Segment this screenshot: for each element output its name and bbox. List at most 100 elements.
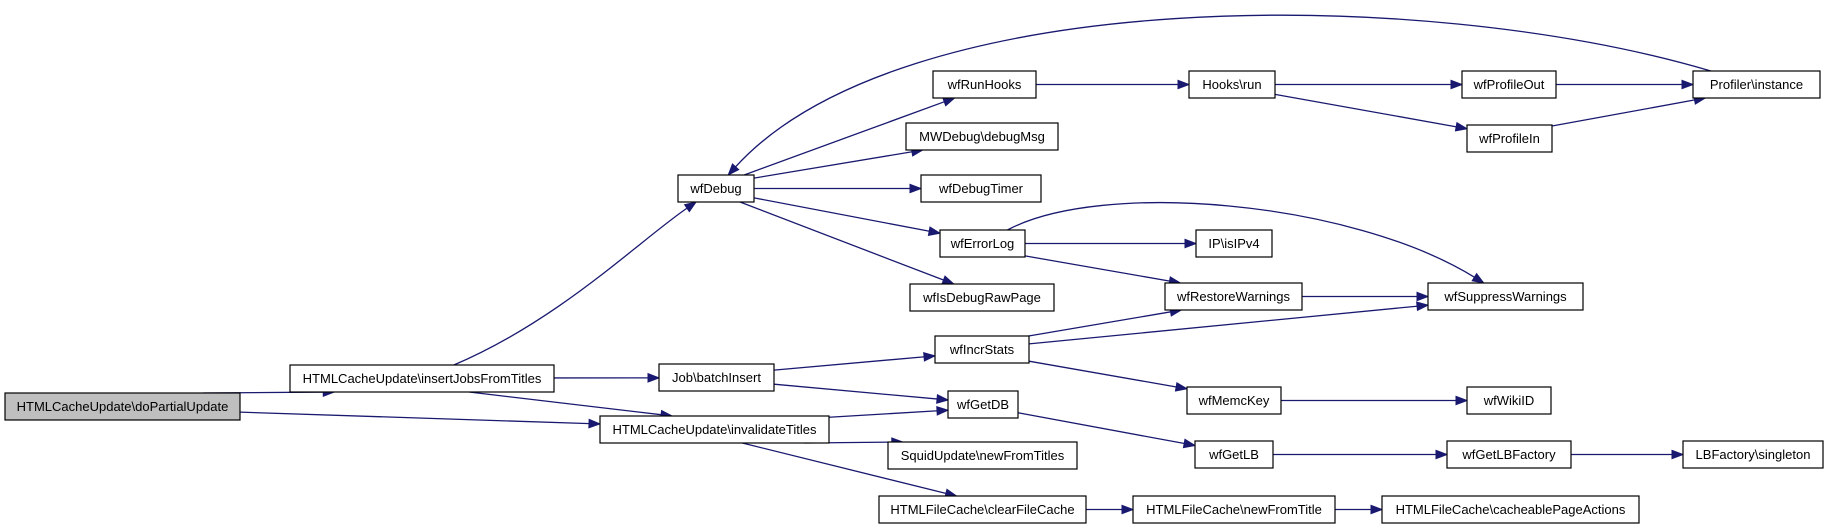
- node-wfDebugTimer[interactable]: wfDebugTimer: [920, 174, 1042, 203]
- node-label: wfIsDebugRawPage: [922, 290, 1041, 305]
- node-label: HTMLCacheUpdate\insertJobsFromTitles: [303, 371, 542, 386]
- edge-wfDebug-to-wfDebugTimer: [754, 183, 923, 194]
- node-box: [1195, 229, 1273, 258]
- edge-wfErrorLog-to-ipIsIPv4: [1024, 238, 1198, 249]
- edge-insertJobs-to-invalidate: [469, 391, 674, 420]
- node-label: HTMLCacheUpdate\doPartialUpdate: [17, 399, 229, 414]
- node-label: HTMLFileCache\clearFileCache: [890, 502, 1074, 517]
- edge-line: [1028, 360, 1178, 388]
- node-box: [599, 415, 830, 444]
- node-box: [1194, 440, 1274, 469]
- node-wfMemcKey[interactable]: wfMemcKey: [1186, 386, 1282, 415]
- edge-line: [1028, 305, 1419, 345]
- edge-wfMemcKey-to-wfWikiID: [1280, 395, 1469, 406]
- arrowhead: [647, 372, 661, 383]
- node-cacheablePageActions[interactable]: HTMLFileCache\cacheablePageActions: [1381, 495, 1640, 524]
- node-profilerInstance[interactable]: Profiler\instance: [1692, 70, 1821, 99]
- edge-line: [1024, 255, 1171, 282]
- edge-hooksRun-to-wfProfileIn: [1274, 93, 1469, 132]
- edge-hooksRun-to-wfProfileOut: [1275, 79, 1464, 90]
- edge-wfProfileIn-to-profilerInstance: [1551, 95, 1707, 127]
- node-label: Hooks\run: [1202, 77, 1261, 92]
- node-wfRestoreWarn[interactable]: wfRestoreWarnings: [1164, 282, 1303, 311]
- node-insertJobs[interactable]: HTMLCacheUpdate\insertJobsFromTitles: [289, 364, 555, 393]
- node-clearFileCache[interactable]: HTMLFileCache\clearFileCache: [878, 495, 1087, 524]
- edge-root-to-invalidate: [239, 411, 602, 429]
- node-label: wfDebugTimer: [938, 181, 1024, 196]
- node-wfSuppressWarn[interactable]: wfSuppressWarnings: [1427, 282, 1584, 311]
- node-wfRunHooks[interactable]: wfRunHooks: [932, 70, 1037, 99]
- edge-line: [1274, 93, 1458, 128]
- arrowhead: [1184, 238, 1198, 249]
- arrowhead: [1370, 504, 1384, 515]
- node-box: [934, 335, 1030, 364]
- node-ipIsIPv4[interactable]: IP\isIPv4: [1195, 229, 1273, 258]
- node-box: [1381, 495, 1640, 524]
- node-label: HTMLCacheUpdate\invalidateTitles: [612, 422, 817, 437]
- node-wfErrorLog[interactable]: wfErrorLog: [939, 229, 1026, 258]
- edge-insertJobs-to-wfDebug: [453, 201, 698, 366]
- node-label: wfGetLB: [1208, 447, 1259, 462]
- node-hooksRun[interactable]: Hooks\run: [1188, 70, 1276, 99]
- arrowhead: [1416, 301, 1430, 312]
- node-jobBatch[interactable]: Job\batchInsert: [658, 363, 775, 392]
- node-wfProfileIn[interactable]: wfProfileIn: [1466, 124, 1553, 153]
- node-wfGetDB[interactable]: wfGetDB: [947, 390, 1019, 419]
- arrowhead: [936, 405, 950, 416]
- arrowhead: [1671, 449, 1685, 460]
- node-label: Job\batchInsert: [672, 370, 761, 385]
- edge-newFromTitle-to-cacheablePageActions: [1335, 504, 1384, 515]
- edge-line: [1028, 311, 1172, 337]
- node-label: wfWikiID: [1483, 393, 1535, 408]
- edge-wfGetLB-to-wfGetLBFactory: [1272, 449, 1449, 460]
- arrowhead: [1416, 291, 1430, 302]
- node-box: [920, 174, 1042, 203]
- edge-wfGetLBFactory-to-lbFactorySingleton: [1570, 449, 1685, 460]
- node-box: [289, 364, 555, 393]
- edge-line: [753, 151, 914, 179]
- edge-line: [1551, 99, 1696, 127]
- arrowhead: [588, 418, 602, 429]
- edge-line: [773, 383, 939, 400]
- node-wfIsDebugRaw[interactable]: wfIsDebugRawPage: [909, 283, 1055, 312]
- arrowhead: [1182, 438, 1197, 449]
- edge-jobBatch-to-wfGetDB: [773, 383, 950, 404]
- edge-wfRestoreWarn-to-wfSuppressWarn: [1302, 291, 1430, 302]
- node-wfIncrStats[interactable]: wfIncrStats: [934, 335, 1030, 364]
- node-box: [1692, 70, 1821, 99]
- node-box: [1186, 386, 1282, 415]
- edge-line: [753, 197, 931, 233]
- arrowhead: [942, 97, 956, 107]
- arrowhead: [1435, 449, 1449, 460]
- edge-wfProfileOut-to-profilerInstance: [1556, 79, 1695, 90]
- node-wfGetLB[interactable]: wfGetLB: [1194, 440, 1274, 469]
- node-box: [677, 174, 755, 203]
- node-lbFactorySingleton[interactable]: LBFactory\singleton: [1682, 440, 1824, 469]
- node-label: wfDebug: [689, 181, 741, 196]
- arrowhead: [683, 201, 698, 213]
- node-wfGetLBFactory[interactable]: wfGetLBFactory: [1446, 440, 1572, 469]
- arrowhead: [727, 163, 740, 177]
- node-label: wfRestoreWarnings: [1176, 289, 1290, 304]
- arrowhead: [1471, 272, 1485, 284]
- node-label: wfGetDB: [956, 397, 1009, 412]
- node-invalidate[interactable]: HTMLCacheUpdate\invalidateTitles: [599, 415, 830, 444]
- arrowhead: [927, 226, 942, 236]
- node-label: MWDebug\debugMsg: [919, 129, 1045, 144]
- node-squidNew[interactable]: SquidUpdate\newFromTitles: [887, 441, 1078, 470]
- node-root[interactable]: HTMLCacheUpdate\doPartialUpdate: [4, 392, 241, 421]
- arrowhead: [1177, 79, 1191, 90]
- node-box: [932, 70, 1037, 99]
- edge-line: [453, 207, 689, 366]
- node-box: [887, 441, 1078, 470]
- node-wfDebug[interactable]: wfDebug: [677, 174, 755, 203]
- node-wfProfileOut[interactable]: wfProfileOut: [1461, 70, 1557, 99]
- node-label: Profiler\instance: [1710, 77, 1803, 92]
- node-box: [658, 363, 775, 392]
- arrowhead: [1174, 381, 1189, 392]
- node-box: [909, 283, 1055, 312]
- node-mwDebugMsg[interactable]: MWDebug\debugMsg: [905, 122, 1059, 151]
- node-newFromTitle[interactable]: HTMLFileCache\newFromTitle: [1132, 495, 1336, 524]
- node-label: wfSuppressWarnings: [1443, 289, 1567, 304]
- node-wfWikiID[interactable]: wfWikiID: [1466, 386, 1552, 415]
